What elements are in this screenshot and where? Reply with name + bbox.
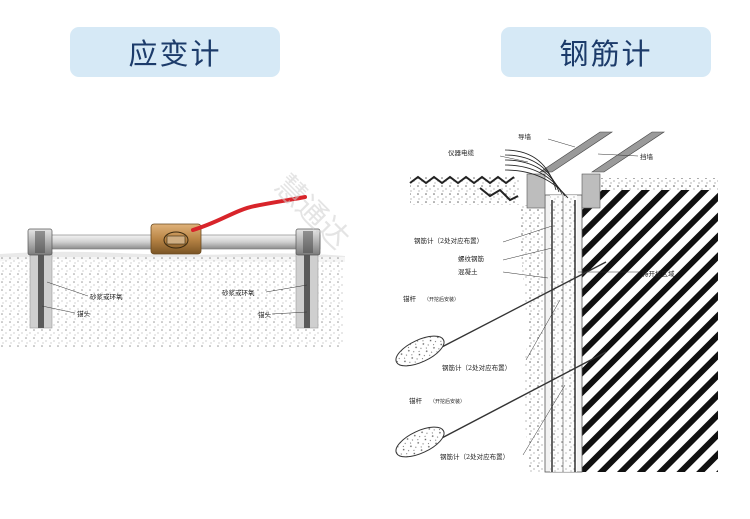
anchor-rod-right — [304, 252, 310, 328]
label-rebar-meter-2: 钢筋计（2处对应布置） — [442, 363, 511, 372]
label-thread-rebar: 螺纹钢筋 — [458, 254, 485, 263]
strain-gauge-diagram: 砂浆或环氧 锚头 砂浆或环氧 锚头 — [0, 195, 345, 347]
label-excavation-zone: 待开挖区域 — [642, 269, 675, 278]
anchor-bulb-lower — [395, 426, 445, 458]
label-retaining-wall: 挡墙 — [640, 152, 654, 161]
label-grout-left: 砂浆或环氧 — [90, 292, 123, 301]
label-grout-right: 砂浆或环氧 — [222, 288, 255, 297]
anchor-rod-upper — [437, 261, 607, 350]
anchor-rod-left — [38, 252, 44, 328]
anchor-bulb-upper — [395, 335, 445, 367]
label-guide-wall: 导墙 — [518, 132, 532, 141]
instrument-cables — [504, 149, 569, 199]
soil — [0, 257, 345, 347]
label-anchor-rod-2-note: （开挖后安装） — [430, 398, 465, 405]
label-anchor-right: 锚头 — [258, 310, 272, 319]
signal-cable — [191, 195, 307, 232]
label-rebar-meter-1: 钢筋计（2处对应布置） — [414, 236, 483, 245]
label-instrument-cable: 仪器电缆 — [448, 148, 475, 157]
label-anchor-rod-1: 锚杆 — [403, 294, 417, 303]
label-anchor-left: 锚头 — [77, 309, 91, 318]
rebar-meter-diagram: 导墙 仪器电缆 挡墙 钢筋计（2处对应布置） 螺纹钢筋 混凝土 待开挖区域 锚杆… — [395, 131, 718, 473]
strain-gauge-title: 应变计 — [70, 27, 280, 77]
label-anchor-rod-1-note: （开挖后安装） — [424, 296, 459, 303]
label-rebar-meter-3: 钢筋计（2处对应布置） — [440, 452, 509, 461]
rebar-meter-title: 钢筋计 — [501, 27, 711, 77]
guide-wall-left — [526, 173, 546, 209]
label-anchor-rod-2: 锚杆 — [409, 396, 423, 405]
guide-wall-right — [581, 173, 601, 209]
label-concrete: 混凝土 — [458, 267, 478, 276]
anchor-rod-lower — [437, 351, 607, 441]
excavation-zone — [582, 178, 718, 472]
